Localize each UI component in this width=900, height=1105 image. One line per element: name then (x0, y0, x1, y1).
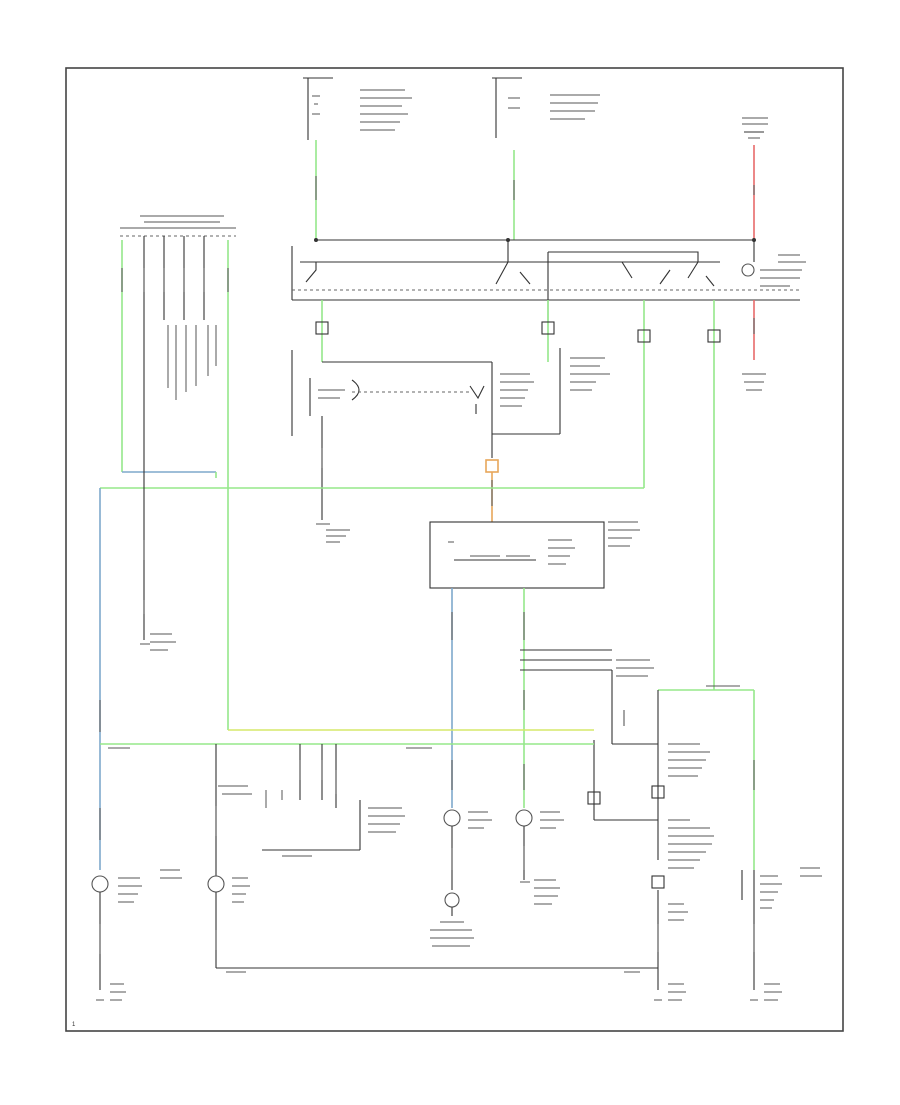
center-switch-cluster (262, 744, 405, 857)
right-side-ground-top (742, 373, 766, 391)
left-connector-block (120, 215, 236, 400)
left-mid-ground (316, 523, 350, 543)
combination-switch (520, 649, 658, 745)
right-front-lamp (741, 867, 822, 990)
right-connector-block (587, 300, 755, 889)
bottom-indicator-lamp (430, 892, 474, 947)
dimmer-switch (291, 348, 610, 436)
center-right-lamp (515, 809, 564, 829)
left-front-lamp (91, 869, 182, 903)
center-right-ground (520, 879, 560, 905)
page-number: 1 (72, 1022, 76, 1028)
top-center-fuse (492, 77, 600, 138)
center-left-lamp (443, 809, 492, 829)
left-small-connector (215, 744, 252, 880)
left-upper-ground (140, 633, 176, 651)
right-rear-lamp (657, 890, 688, 990)
top-right-fuse (742, 117, 768, 240)
left-side-ground (96, 983, 126, 1001)
left-rear-lamp (207, 875, 250, 903)
headlight-switch (291, 240, 806, 320)
flasher-unit (429, 521, 640, 589)
right-side-ground (654, 983, 782, 1001)
top-left-fuse (303, 77, 412, 140)
diagram-frame (65, 67, 844, 1032)
